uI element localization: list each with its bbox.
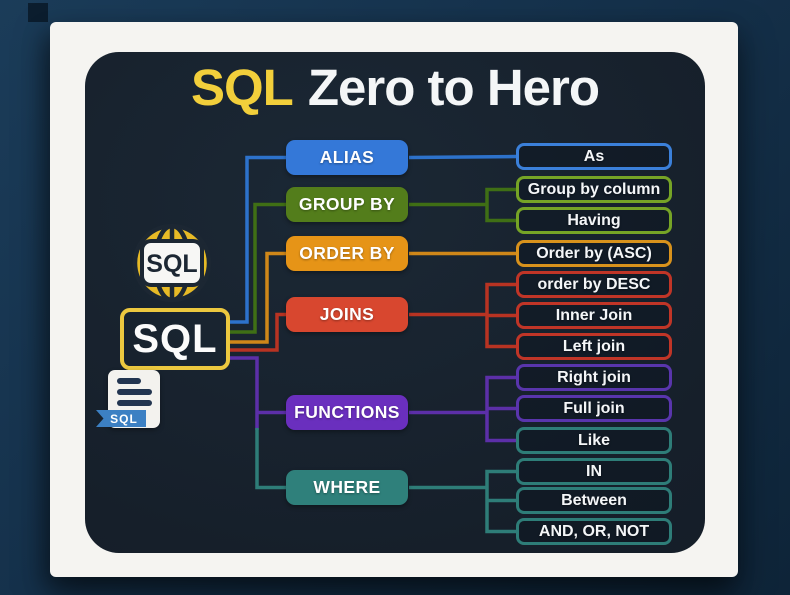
leaf-as: As	[516, 143, 672, 170]
leaf-order-by-asc: Order by (ASC)	[516, 240, 672, 267]
leaf-label: AND, OR, NOT	[538, 522, 650, 540]
document-text-line	[117, 389, 152, 395]
sql-main-label: SQL	[132, 316, 218, 361]
leaf-label: Inner Join	[555, 306, 633, 324]
leaf-label: As	[583, 147, 605, 165]
document-text-line	[117, 378, 141, 384]
category-label: WHERE	[313, 477, 381, 497]
leaf-between: Between	[516, 487, 672, 514]
leaf-label: Group by column	[527, 180, 661, 198]
ribbon-label: SQL	[110, 411, 138, 426]
leaf-in: IN	[516, 458, 672, 485]
leaf-left-join: Left join	[516, 333, 672, 360]
leaf-label: Between	[561, 491, 627, 509]
category-alias: ALIAS	[286, 140, 408, 175]
sql-file-icon: SQL	[96, 368, 164, 430]
leaf-order-by-desc: order by DESC	[516, 271, 672, 298]
leaf-label: order by DESC	[537, 275, 651, 293]
title-highlight: SQL	[190, 59, 294, 116]
category-label: JOINS	[319, 304, 375, 324]
category-functions: FUNCTIONS	[286, 395, 408, 430]
category-group-by: GROUP BY	[286, 187, 408, 222]
leaf-label: Right join	[557, 368, 631, 386]
leaf-label: Left join	[562, 337, 626, 355]
category-label: ORDER BY	[299, 243, 395, 263]
corner-clip-artifact	[28, 3, 48, 22]
category-label: GROUP BY	[298, 194, 396, 214]
category-where: WHERE	[286, 470, 408, 505]
sql-main-box: SQL	[120, 308, 230, 370]
category-label: FUNCTIONS	[294, 402, 400, 422]
sql-ribbon-badge: SQL	[96, 410, 146, 427]
leaf-label: Having	[567, 211, 621, 229]
leaf-label: Like	[577, 431, 610, 449]
leaf-like: Like	[516, 427, 672, 454]
globe-label-box	[140, 239, 204, 287]
category-label: ALIAS	[319, 147, 375, 167]
leaf-full-join: Full join	[516, 395, 672, 422]
title-rest: Zero to Hero	[307, 59, 600, 116]
category-joins: JOINS	[286, 297, 408, 332]
globe-label: SQL	[146, 250, 197, 278]
leaf-label: Full join	[563, 399, 625, 417]
leaf-inner-join: Inner Join	[516, 302, 672, 329]
leaf-having: Having	[516, 207, 672, 234]
globe-icon: SQL	[132, 223, 212, 303]
leaf-group-by-column: Group by column	[516, 176, 672, 203]
leaf-label: IN	[586, 462, 602, 480]
document-text-line	[117, 400, 152, 406]
leaf-right-join: Right join	[516, 364, 672, 391]
leaf-label: Order by (ASC)	[536, 244, 652, 262]
category-order-by: ORDER BY	[286, 236, 408, 271]
leaf-and-or-not: AND, OR, NOT	[516, 518, 672, 545]
